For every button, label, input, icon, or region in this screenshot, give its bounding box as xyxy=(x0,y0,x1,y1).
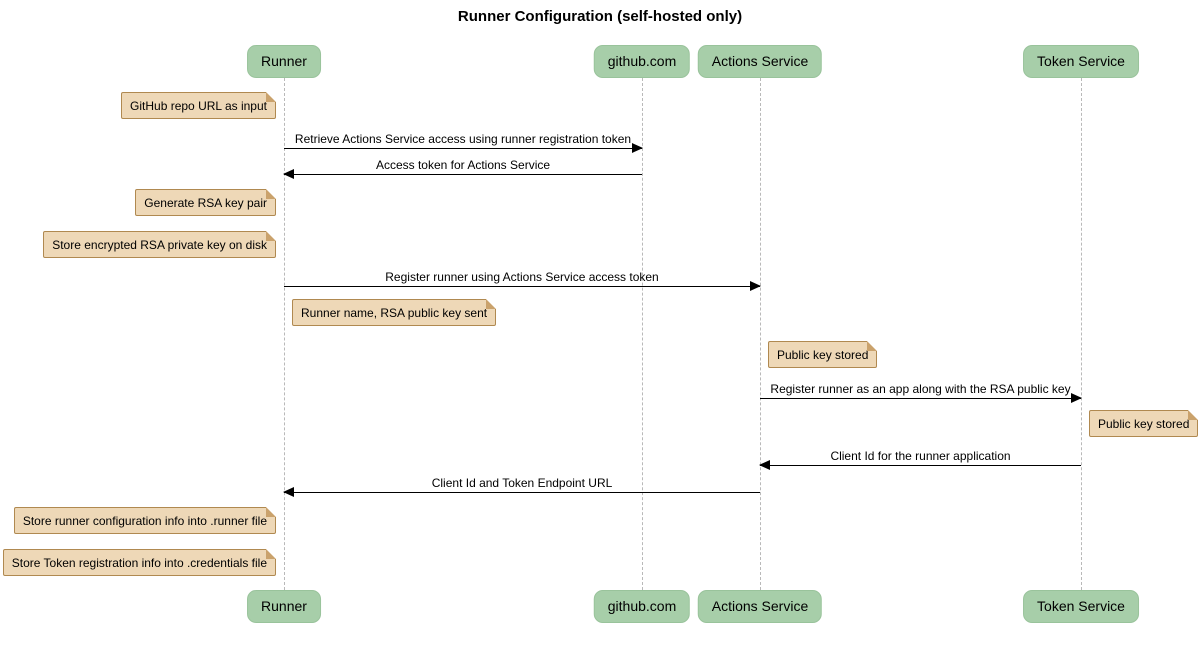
note-text: Store Token registration info into .cred… xyxy=(11,556,267,570)
message-label: Access token for Actions Service xyxy=(375,158,551,172)
arrowhead-left-icon xyxy=(283,487,294,497)
message-label: Register runner as an app along with the… xyxy=(770,382,1071,396)
arrowhead-right-icon xyxy=(632,143,643,153)
note-fold-icon xyxy=(266,189,276,199)
message-label: Client Id and Token Endpoint URL xyxy=(431,476,613,490)
note-fold-icon xyxy=(266,549,276,559)
arrowhead-left-icon xyxy=(759,460,770,470)
lifeline-token-service xyxy=(1081,78,1082,590)
note-text: Public key stored xyxy=(777,348,869,362)
message-client-id-runner-app: Client Id for the runner application xyxy=(759,445,1081,470)
participant-runner-top: Runner xyxy=(247,45,321,78)
note-text: Public key stored xyxy=(1098,417,1190,431)
message-label: Register runner using Actions Service ac… xyxy=(385,270,659,284)
message-label: Retrieve Actions Service access using ru… xyxy=(294,132,632,146)
note-fold-icon xyxy=(266,507,276,517)
note-store-runner-file: Store runner configuration info into .ru… xyxy=(13,507,276,534)
note-fold-icon xyxy=(486,299,497,309)
lifeline-runner xyxy=(284,78,285,590)
note-text: Store encrypted RSA private key on disk xyxy=(52,238,267,252)
participant-actions-service-bottom: Actions Service xyxy=(697,590,823,623)
note-public-key-stored-token: Public key stored xyxy=(1089,410,1199,437)
message-client-id-endpoint: Client Id and Token Endpoint URL xyxy=(283,472,760,497)
diagram-title: Runner Configuration (self-hosted only) xyxy=(457,8,743,25)
participant-token-service-top: Token Service xyxy=(1023,45,1139,78)
arrowhead-right-icon xyxy=(750,281,761,291)
participant-github-top: github.com xyxy=(593,45,691,78)
participant-actions-service-top: Actions Service xyxy=(697,45,823,78)
participant-token-service-bottom: Token Service xyxy=(1023,590,1139,623)
note-fold-icon xyxy=(1188,410,1199,420)
participant-github-bottom: github.com xyxy=(593,590,691,623)
note-runner-name-sent: Runner name, RSA public key sent xyxy=(292,299,497,326)
message-register-runner: Register runner using Actions Service ac… xyxy=(284,266,761,291)
lifeline-github xyxy=(642,78,643,590)
message-access-token: Access token for Actions Service xyxy=(283,154,642,179)
note-github-repo-url: GitHub repo URL as input xyxy=(121,92,276,119)
note-store-private-key: Store encrypted RSA private key on disk xyxy=(43,231,276,258)
note-fold-icon xyxy=(266,92,276,102)
arrowhead-right-icon xyxy=(1071,393,1082,403)
message-retrieve-actions-access: Retrieve Actions Service access using ru… xyxy=(284,128,643,153)
arrowhead-left-icon xyxy=(283,169,294,179)
note-text: Generate RSA key pair xyxy=(144,196,267,210)
note-text: Runner name, RSA public key sent xyxy=(301,306,488,320)
message-label: Client Id for the runner application xyxy=(830,449,1011,463)
lifeline-actions-service xyxy=(760,78,761,590)
note-fold-icon xyxy=(266,231,276,241)
note-store-credentials-file: Store Token registration info into .cred… xyxy=(2,549,276,576)
note-text: Store runner configuration info into .ru… xyxy=(22,514,267,528)
note-fold-icon xyxy=(867,341,878,351)
message-register-runner-app: Register runner as an app along with the… xyxy=(760,378,1082,403)
note-public-key-stored-actions: Public key stored xyxy=(768,341,878,368)
note-generate-rsa-key: Generate RSA key pair xyxy=(135,189,276,216)
note-text: GitHub repo URL as input xyxy=(130,99,267,113)
participant-runner-bottom: Runner xyxy=(247,590,321,623)
